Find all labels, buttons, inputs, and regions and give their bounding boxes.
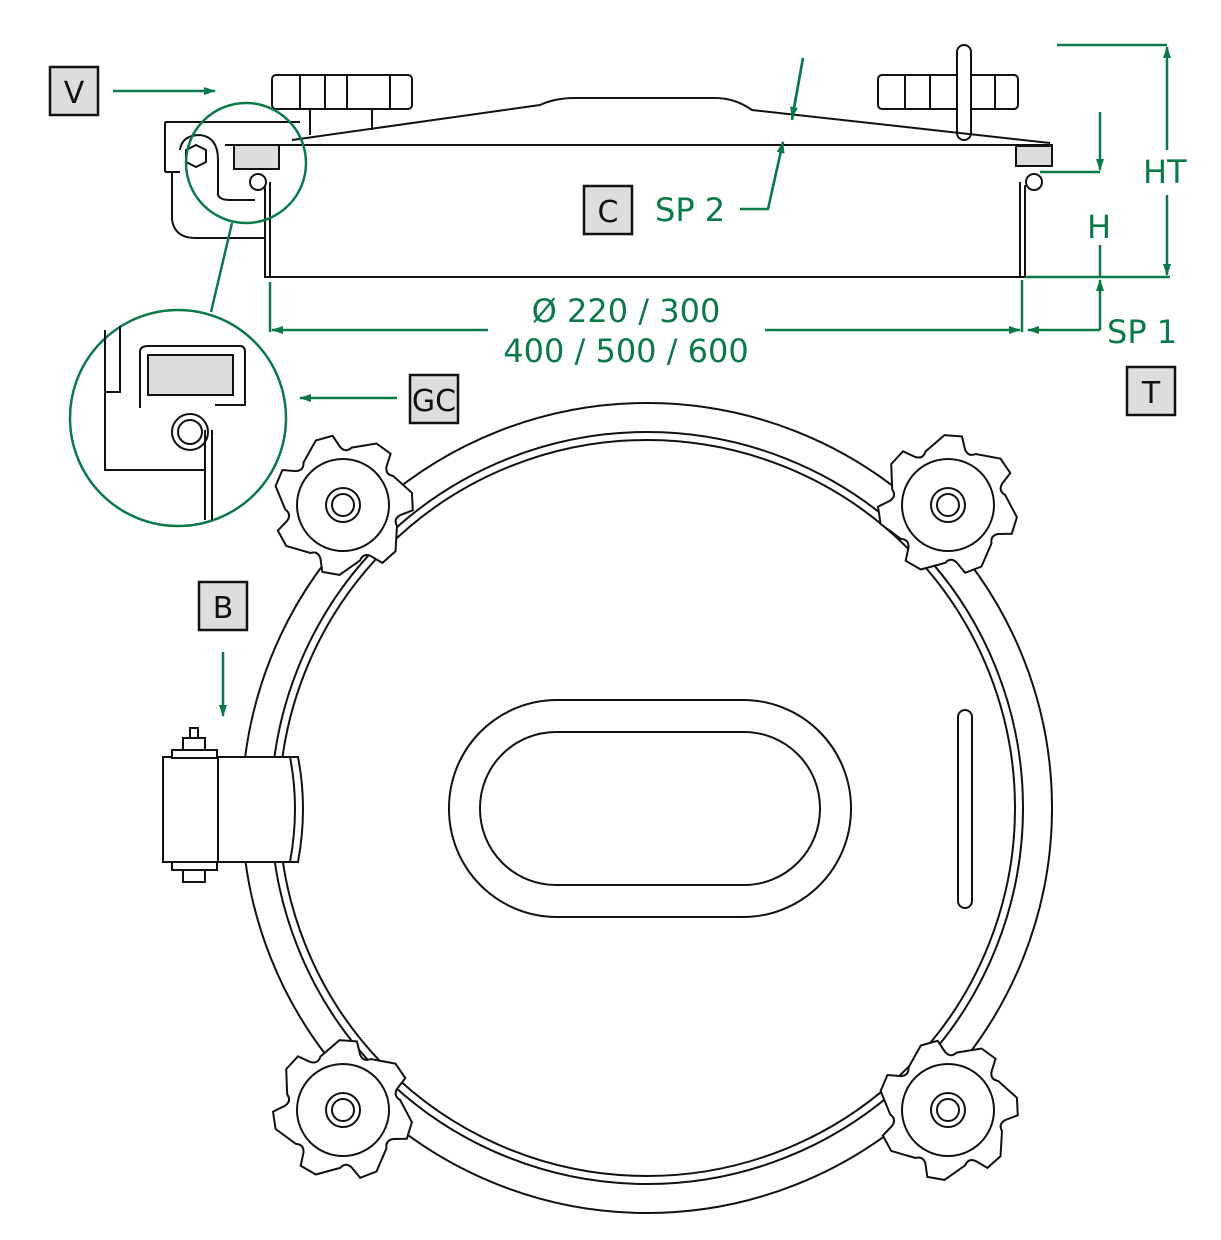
svg-text:V: V	[64, 76, 85, 111]
handwheel-right-side	[877, 74, 1019, 110]
label-b: B	[197, 580, 249, 632]
top-view	[162, 402, 1053, 1214]
handwheel-knob[interactable]	[879, 1039, 1019, 1181]
label-t: T	[1125, 365, 1177, 417]
svg-text:GC: GC	[412, 384, 456, 419]
hinge	[162, 727, 304, 883]
handwheel-left-side	[271, 74, 413, 110]
handwheel-knob[interactable]	[274, 434, 414, 576]
handle-rod	[956, 44, 972, 141]
label-c: C	[582, 184, 634, 236]
handwheel-knob[interactable]	[876, 434, 1018, 574]
side-view	[164, 44, 1053, 278]
svg-text:B: B	[213, 591, 234, 626]
svg-text:C: C	[598, 195, 619, 230]
label-v: V	[48, 65, 100, 117]
handwheel-knob[interactable]	[271, 1039, 413, 1179]
slot	[957, 709, 973, 909]
label-gc: GC	[408, 373, 460, 425]
sight-glass-inner	[479, 731, 821, 886]
dimensions: SP 2 HT H SP 1 Ø 220 / 300 400 / 500 / 6…	[113, 43, 1187, 717]
detail-circle-small	[184, 101, 308, 225]
dim-sp1: SP 1	[1107, 313, 1177, 351]
dim-ht: HT	[1143, 153, 1187, 191]
detail-circle-large	[68, 308, 288, 528]
sight-glass-outer	[448, 699, 852, 918]
detail-enlarged	[104, 326, 246, 520]
dim-sp2: SP 2	[655, 191, 725, 229]
dim-h: H	[1087, 208, 1111, 246]
svg-text:T: T	[1141, 376, 1161, 411]
dim-diameter-1: Ø 220 / 300	[532, 292, 721, 330]
dim-diameter-2: 400 / 500 / 600	[503, 332, 748, 370]
